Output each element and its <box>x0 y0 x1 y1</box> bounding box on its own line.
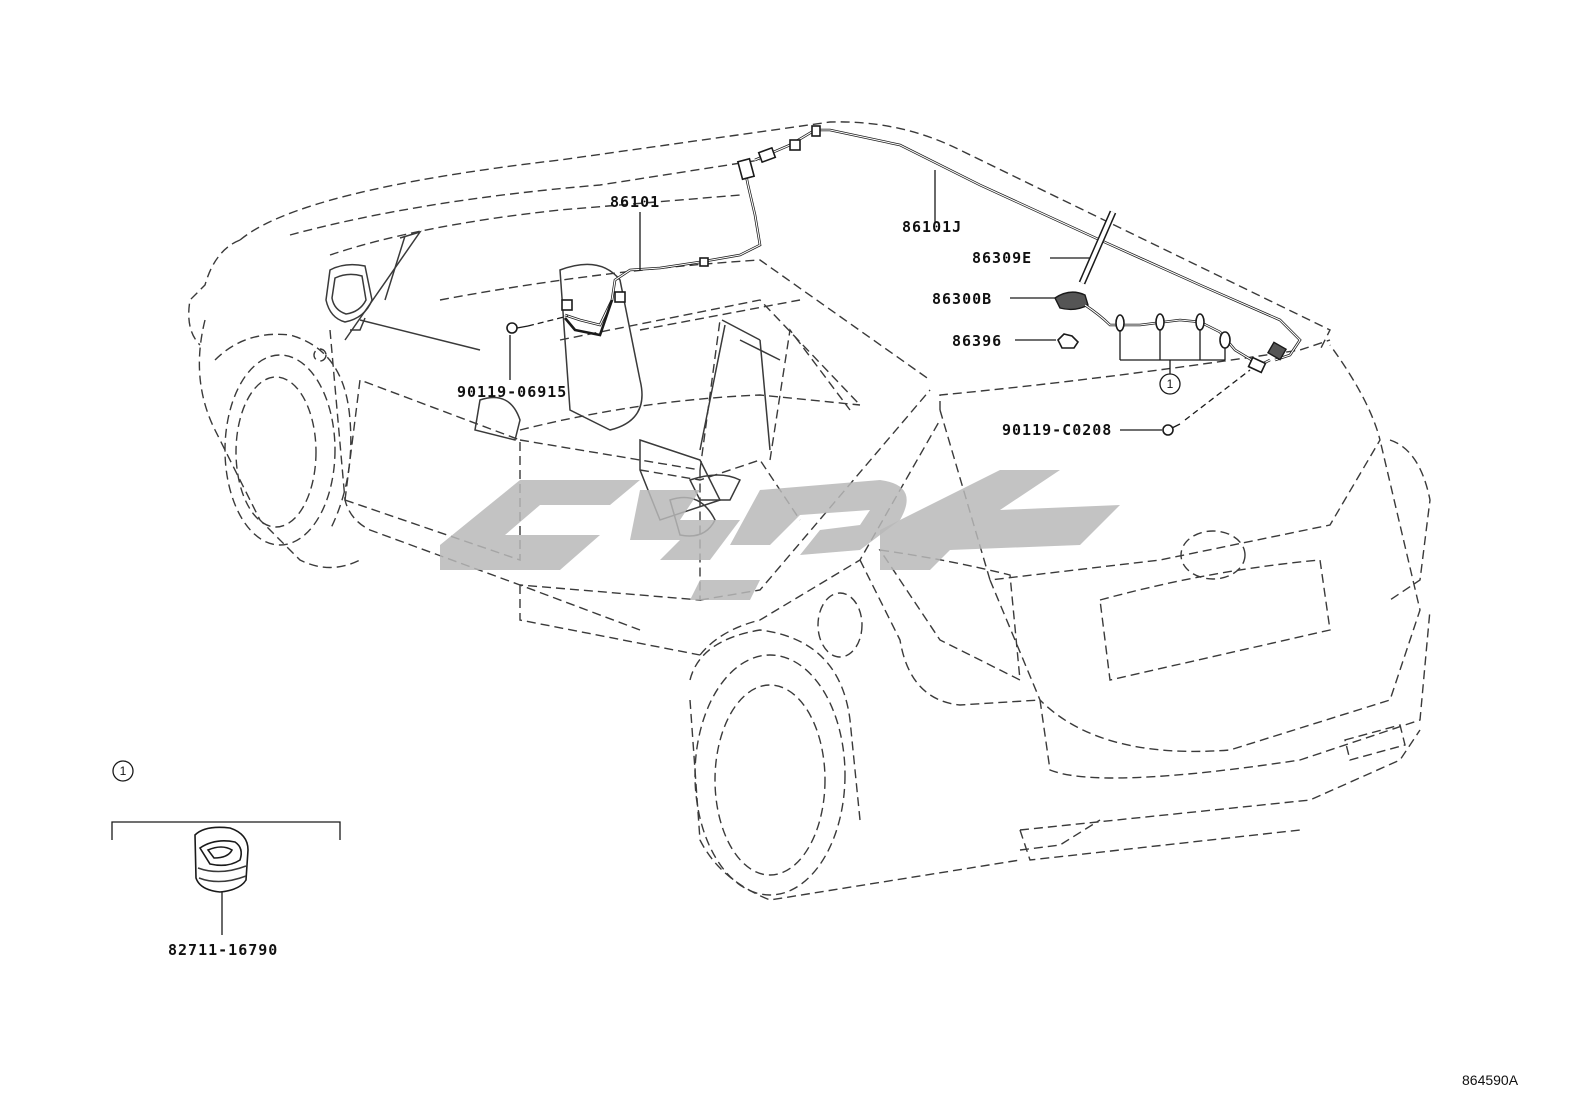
bolt-90119-06915 <box>506 322 529 334</box>
detail-inset-clamp: 1 <box>111 760 341 935</box>
brand-logo-watermark <box>440 470 1120 600</box>
label-86396: 86396 <box>952 332 1002 350</box>
antenna-86309E <box>1078 210 1117 285</box>
label-86101J: 86101J <box>902 218 962 236</box>
label-86309E: 86309E <box>972 249 1032 267</box>
harness-86101 <box>561 157 762 337</box>
label-90119-C0208: 90119-C0208 <box>1002 421 1112 439</box>
label-86300B: 86300B <box>932 290 992 308</box>
antenna-base-86300B <box>1054 291 1271 374</box>
part-labels: 86101 86101J 86309E 86300B 86396 90119-0… <box>168 193 1112 959</box>
svg-text:1: 1 <box>1167 377 1174 391</box>
nut-86396 <box>1057 333 1080 349</box>
callout-harness-clamps: 1 <box>1159 373 1181 395</box>
svg-text:1: 1 <box>120 764 127 778</box>
leader-lines <box>509 170 1251 431</box>
label-82711-16790: 82711-16790 <box>168 941 278 959</box>
label-90119-06915: 90119-06915 <box>457 383 567 401</box>
harness-86101J <box>754 125 1302 362</box>
diagram-reference-code: 864590A <box>1462 1072 1519 1088</box>
label-86101: 86101 <box>610 193 660 211</box>
bolt-90119-C0208 <box>1162 423 1181 436</box>
